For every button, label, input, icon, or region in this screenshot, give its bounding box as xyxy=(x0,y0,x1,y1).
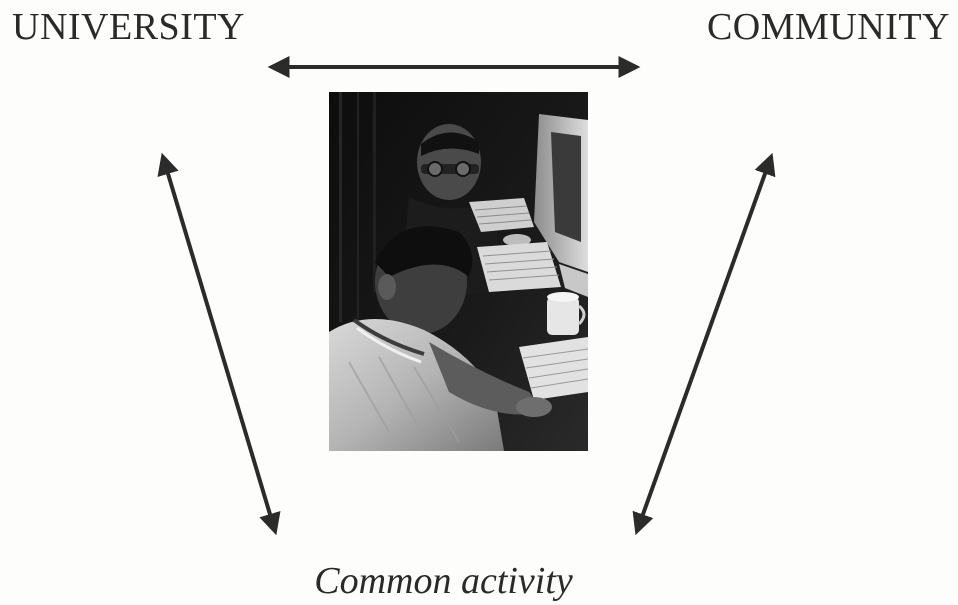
arrow-university-activity xyxy=(157,152,281,536)
common-activity-label: Common activity xyxy=(314,560,573,602)
computer-users-photo xyxy=(329,92,588,451)
arrow-community-activity xyxy=(632,152,776,536)
university-label: UNIVERSITY xyxy=(12,6,245,48)
community-label: COMMUNITY xyxy=(706,6,950,48)
